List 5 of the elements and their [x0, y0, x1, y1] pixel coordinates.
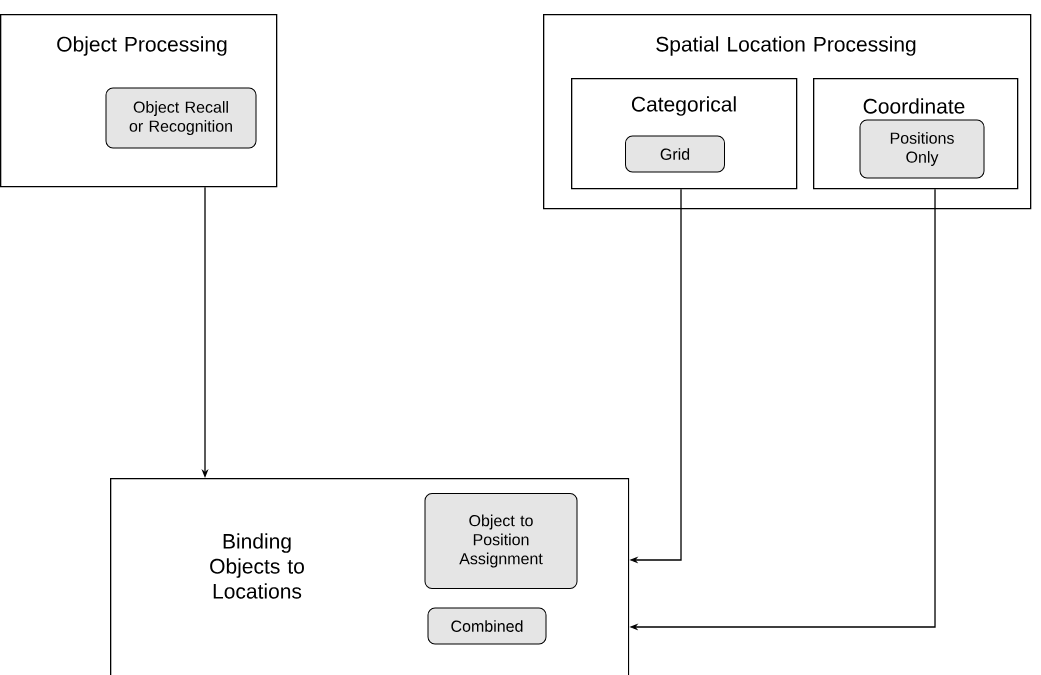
rounded-box: Object to Position Assignment: [424, 493, 578, 589]
rounded-box: Grid: [625, 135, 725, 173]
rounded-box: Combined: [427, 607, 547, 645]
rounded-box: Object Recall or Recognition: [105, 87, 257, 149]
rounded-box: Positions Only: [859, 119, 985, 179]
